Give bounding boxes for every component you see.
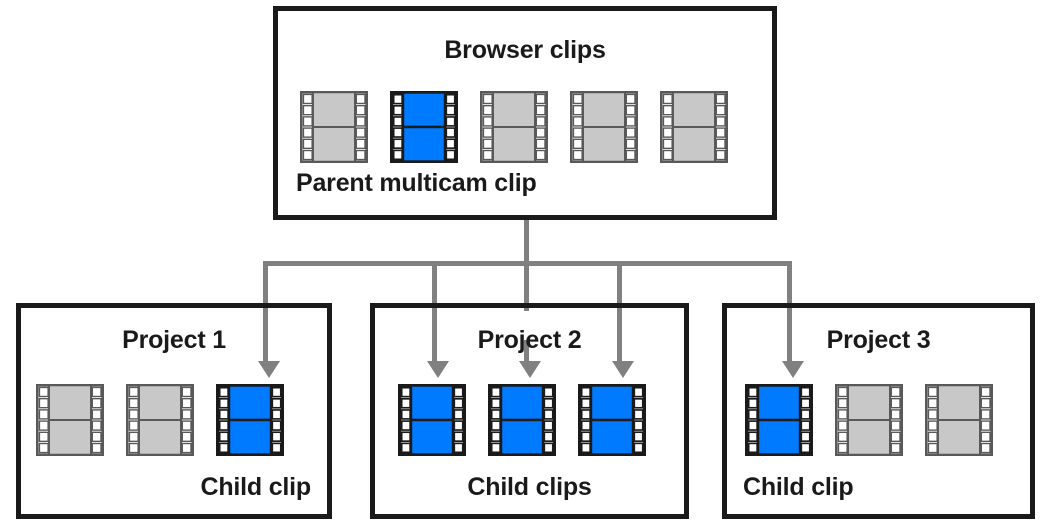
arrow-head-3 <box>519 361 541 378</box>
arrow-head-2 <box>427 361 449 378</box>
project-2-clip-row <box>398 384 646 456</box>
arrow-stem-1 <box>263 261 268 361</box>
arrow-stem-3b <box>524 340 529 361</box>
film-clip-icon-normal-2[interactable] <box>925 384 993 456</box>
arrow-stem-3a <box>524 261 529 311</box>
arrow-head-1 <box>258 361 280 378</box>
film-clip-icon-selected-0[interactable] <box>745 384 813 456</box>
parent-multicam-clip-label: Parent multicam clip <box>296 169 537 197</box>
film-clip-icon-normal-0[interactable] <box>36 384 104 456</box>
trunk-vertical-line <box>524 220 529 265</box>
arrow-head-4 <box>612 361 634 378</box>
project-2-box: Project 2 Child clips <box>370 303 689 519</box>
film-clip-icon-selected-0[interactable] <box>398 384 466 456</box>
arrow-stem-4 <box>617 261 622 361</box>
browser-clip-row <box>300 91 728 163</box>
film-clip-icon-normal-2[interactable] <box>480 91 548 163</box>
film-clip-icon-normal-1[interactable] <box>126 384 194 456</box>
project-2-child-clips-label: Child clips <box>467 473 592 501</box>
film-clip-icon-selected-1[interactable] <box>390 91 458 163</box>
film-clip-icon-selected-2[interactable] <box>216 384 284 456</box>
film-clip-icon-normal-0[interactable] <box>300 91 368 163</box>
project-3-box: Project 3 Child clip <box>722 303 1035 519</box>
film-clip-icon-selected-2[interactable] <box>578 384 646 456</box>
project-3-child-clip-label: Child clip <box>743 473 854 501</box>
browser-clips-box: Browser clips Parent multicam clip <box>273 6 777 220</box>
project-3-clip-row <box>745 384 993 456</box>
browser-clips-title: Browser clips <box>444 36 606 64</box>
film-clip-icon-normal-1[interactable] <box>835 384 903 456</box>
film-clip-icon-normal-4[interactable] <box>660 91 728 163</box>
project-1-box: Project 1 Child clip <box>16 303 332 519</box>
film-clip-icon-selected-1[interactable] <box>488 384 556 456</box>
project-1-title: Project 1 <box>122 326 226 354</box>
arrow-stem-2 <box>432 261 437 361</box>
project-2-title: Project 2 <box>477 326 582 354</box>
project-1-child-clip-label: Child clip <box>200 473 311 501</box>
film-clip-icon-normal-3[interactable] <box>570 91 638 163</box>
project-3-title: Project 3 <box>826 326 931 354</box>
project-1-clip-row <box>36 384 284 456</box>
arrow-head-5 <box>782 361 804 378</box>
arrow-stem-5 <box>787 261 792 361</box>
